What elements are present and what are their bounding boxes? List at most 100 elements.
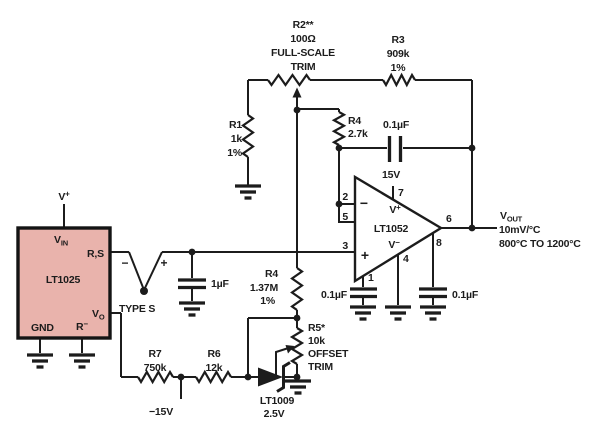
ground-symbol [418, 305, 448, 321]
r6-zigzag [195, 369, 232, 385]
neg15v-label: −15V [149, 406, 173, 418]
thermocouple: − + TYPE S [119, 251, 168, 315]
opamp-triangle [353, 174, 444, 284]
thermocouple-neg-label: − [121, 256, 128, 270]
r5-function-label: OFFSET [308, 348, 349, 360]
r1-zigzag [241, 114, 255, 158]
resistor-r6: R6 12k [195, 348, 232, 385]
opamp-part-label: LT1052 [374, 223, 409, 235]
offset-link-wire [247, 317, 297, 377]
lt1025-pin-gnd: GND [31, 322, 54, 334]
opamp-pin2-label: 2 [342, 191, 348, 203]
r4a-ref-label: R4 [348, 115, 361, 127]
opamp-inverting-label: − [360, 195, 368, 211]
r4b-tol-label: 1% [260, 295, 276, 307]
r2-function2-label: TRIM [291, 61, 316, 73]
r3-value-label: 909k [387, 48, 410, 60]
r3-ref-label: R3 [391, 34, 404, 46]
opamp-pin7-label: 7 [398, 187, 404, 199]
lt1025-pin-vo: VO [92, 308, 105, 322]
opamp-lt1052: 15V 7 2 5 3 − + V+ LT1052 V− 6 8 4 1 [342, 169, 452, 284]
capacitor-cfb: 0.1µF [383, 119, 410, 162]
thermocouple-legs [128, 251, 163, 293]
thermocouple-pos-label: + [160, 256, 167, 270]
r3-zigzag [382, 72, 416, 88]
cfb-value-label: 0.1µF [383, 119, 410, 131]
lt1025-pin-vin: VIN [54, 234, 68, 248]
r5-zigzag [289, 327, 305, 365]
vo-wire [111, 312, 122, 377]
ground-symbol [177, 301, 207, 317]
lt1025-block: V+ VIN R,S LT1025 VO GND R− [16, 190, 112, 369]
r7-ref-label: R7 [148, 348, 161, 360]
opamp-pin3-label: 3 [342, 240, 348, 252]
ground-symbol [233, 184, 263, 200]
vplus-supply-label: V+ [58, 190, 70, 204]
junction-dot [468, 224, 476, 232]
c1-value-label: 1µF [211, 278, 229, 290]
resistor-r3: R3 909k 1% [382, 34, 416, 88]
thermocouple-type-label: TYPE S [119, 303, 155, 315]
lt1009-reference: LT1009 2.5V [258, 361, 295, 420]
r2-wiper-arrow [292, 87, 302, 98]
lt1009-value-label: 2.5V [264, 408, 285, 420]
junction-dots [177, 106, 476, 381]
r3-tol-label: 1% [391, 62, 407, 74]
capacitor-c1: 1µF [177, 278, 230, 317]
junction-dot [293, 373, 301, 381]
ground-symbol [67, 353, 97, 369]
lt1025-pin-rneg: R− [76, 320, 88, 334]
r7-zigzag [137, 369, 174, 385]
junction-dot [468, 144, 476, 152]
r4a-zigzag [331, 111, 347, 146]
junction-dot [335, 144, 343, 152]
resistor-r4b: R4 1.37M 1% [250, 267, 304, 311]
output-range-label: 800°C TO 1200°C [499, 238, 581, 250]
opamp-pin4-label: 4 [403, 253, 409, 265]
resistor-r1: R1 1k 1% [227, 114, 263, 200]
vout-label: VOUT [500, 210, 523, 224]
r6-ref-label: R6 [207, 348, 220, 360]
opamp-noninverting-label: + [361, 247, 369, 263]
opamp-vneg-label: V− [388, 238, 400, 251]
ground-symbol [383, 305, 413, 321]
ground-symbol [25, 353, 55, 369]
r1-value-label: 1k [231, 133, 243, 145]
r1-ref-label: R1 [229, 119, 242, 131]
r1-tol-label: 1% [227, 147, 243, 159]
resistor-r7: R7 750k [137, 348, 174, 385]
r4a-value-label: 2.7k [348, 128, 368, 140]
capacitor-pin1: 0.1µF [321, 287, 378, 321]
diode-triangle [258, 367, 283, 387]
lt1009-part-label: LT1009 [260, 395, 295, 407]
r2-ref-label: R2** [293, 19, 315, 31]
ground-symbol [348, 305, 378, 321]
trimpot-r5: R5* 10k OFFSET TRIM [275, 322, 349, 395]
output-sensitivity-label: 10mV/°C [499, 224, 541, 236]
r6-value-label: 12k [206, 362, 223, 374]
capacitor-pin8: 0.1µF [418, 287, 479, 321]
thermocouple-junction [140, 287, 148, 295]
lt1025-pin-rs: R,S [87, 248, 104, 260]
gnd-pin-stub-wire [39, 339, 83, 353]
junction-dot [293, 106, 301, 114]
opamp-vpos-label: V+ [389, 203, 401, 216]
r4b-ref-label: R4 [265, 268, 278, 280]
junction-dot [335, 200, 343, 208]
wiper-to-r4a-wire [297, 108, 340, 204]
opamp-pin6-label: 6 [446, 213, 452, 225]
opamp-pin8-label: 8 [436, 237, 442, 249]
ground-symbol [283, 379, 313, 395]
cpin8-value-label: 0.1µF [452, 289, 479, 301]
r4b-value-label: 1.37M [250, 282, 279, 294]
cpin1-value-label: 0.1µF [321, 289, 348, 301]
r5-ref-label: R5* [308, 322, 326, 334]
lt1025-part-label: LT1025 [46, 274, 81, 286]
r2-function-label: FULL-SCALE [271, 47, 335, 59]
trimpot-r2: R2** 100Ω FULL-SCALE TRIM [267, 19, 335, 98]
junction-dot [177, 373, 185, 381]
resistor-r4a: R4 2.7k [331, 111, 368, 146]
opamp-pin5-label: 5 [342, 211, 348, 223]
r2-zigzag [267, 73, 311, 87]
